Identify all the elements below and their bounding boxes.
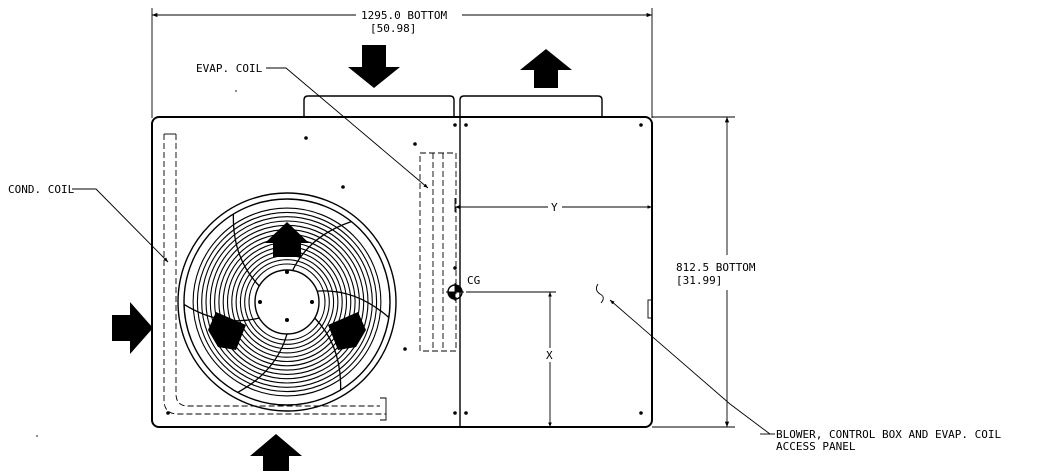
evap-coil-outline [419, 152, 457, 352]
cond-coil-label: COND. COIL [8, 183, 75, 196]
fan-airflow-arrow-up [265, 222, 309, 257]
fan-airflow-arrow-lower-left [208, 312, 246, 350]
height-label: 812.5 BOTTOM [676, 261, 756, 274]
height-dimension: 812.5 BOTTOM [31.99] [652, 116, 756, 428]
evap-coil-callout: EVAP. COIL [196, 62, 429, 189]
cond-coil-outer-dashed [163, 134, 386, 415]
speck [36, 435, 38, 437]
cond-coil-inner-dashed [175, 134, 380, 407]
fastener [453, 123, 457, 127]
center-of-gravity-symbol: CG [446, 274, 480, 301]
fan-motor-hub [254, 269, 320, 335]
fastener [166, 411, 170, 415]
access-panel-callout: BLOWER, CONTROL BOX AND EVAP. COIL ACCES… [595, 283, 1002, 453]
access-panel-label-line2: ACCESS PANEL [776, 440, 856, 453]
width-dimension: 1295.0 BOTTOM [50.98] [151, 8, 653, 118]
fastener [639, 411, 643, 415]
fan-guard-wire-ring [222, 237, 352, 367]
fan-guard-strut [317, 290, 390, 318]
cg-label: CG [467, 274, 480, 287]
fan-guard-strut [292, 220, 352, 271]
fan-guard-wire-ring [226, 241, 348, 363]
y-dimension: Y [454, 198, 652, 214]
fastener [403, 347, 407, 351]
cond-coil-callout: COND. COIL [8, 183, 169, 263]
hub-bolt-bottom [285, 318, 289, 322]
panel-fasteners [36, 90, 643, 437]
width-inch-label: [50.98] [370, 22, 416, 35]
fastener [639, 123, 643, 127]
unit-cabinet-outline [151, 116, 653, 428]
fan-guard-strut [314, 317, 342, 391]
fan-guard-wire-ring [231, 246, 343, 358]
supply-hood [303, 95, 455, 117]
return-hood [459, 95, 603, 117]
height-inch-label: [31.99] [676, 274, 722, 287]
fastener [453, 411, 457, 415]
x-dimension: X [466, 291, 556, 427]
fan-guard-wire-ring [196, 211, 378, 393]
y-label: Y [551, 201, 558, 214]
hub-bolt-top [285, 270, 289, 274]
fan-guard-rim [183, 198, 391, 406]
access-panel-marker [595, 283, 604, 304]
fan-guard-wire-ring [248, 263, 326, 341]
cond-coil-leader [72, 188, 169, 263]
fan-guard-strut [237, 333, 288, 393]
fastener [464, 411, 468, 415]
evaporator-coil [419, 152, 457, 352]
fan-guard-wire-ring [192, 207, 382, 397]
condenser-coil [163, 133, 387, 421]
airflow-in-arrow-left [112, 302, 153, 354]
width-label: 1295.0 BOTTOM [361, 9, 447, 22]
fastener [304, 136, 308, 140]
side-latch [647, 299, 653, 319]
hub-bolt-left [258, 300, 262, 304]
cg-quadrant-3 [448, 292, 455, 299]
fan-guard-strut [232, 213, 260, 287]
fastener [341, 185, 345, 189]
fan-guard-wire-ring [235, 250, 339, 354]
evap-coil-label: EVAP. COIL [196, 62, 263, 75]
cond-coil-cap-end [380, 397, 387, 421]
airflow-in-arrow-bottom [250, 434, 302, 471]
evap-coil-leader [266, 67, 429, 189]
fastener [453, 266, 457, 270]
fan-airflow-arrow-lower-right [328, 312, 366, 350]
fastener [464, 123, 468, 127]
fan-guard-outer-ring [177, 192, 397, 412]
fan-guard-wire-ring [201, 216, 373, 388]
x-label: X [546, 349, 553, 362]
fastener [413, 142, 417, 146]
speck [235, 90, 237, 92]
fan-guard-struts [183, 213, 390, 393]
access-panel-leader [609, 299, 771, 435]
hub-bolt-right [310, 300, 314, 304]
airflow-out-arrow-top [520, 49, 572, 88]
access-panel-label-line1: BLOWER, CONTROL BOX AND EVAP. COIL [776, 428, 1002, 441]
cg-quadrant-1 [455, 285, 462, 292]
fan-guard-wire-ring [244, 259, 330, 345]
airflow-in-arrow-top [348, 45, 400, 88]
